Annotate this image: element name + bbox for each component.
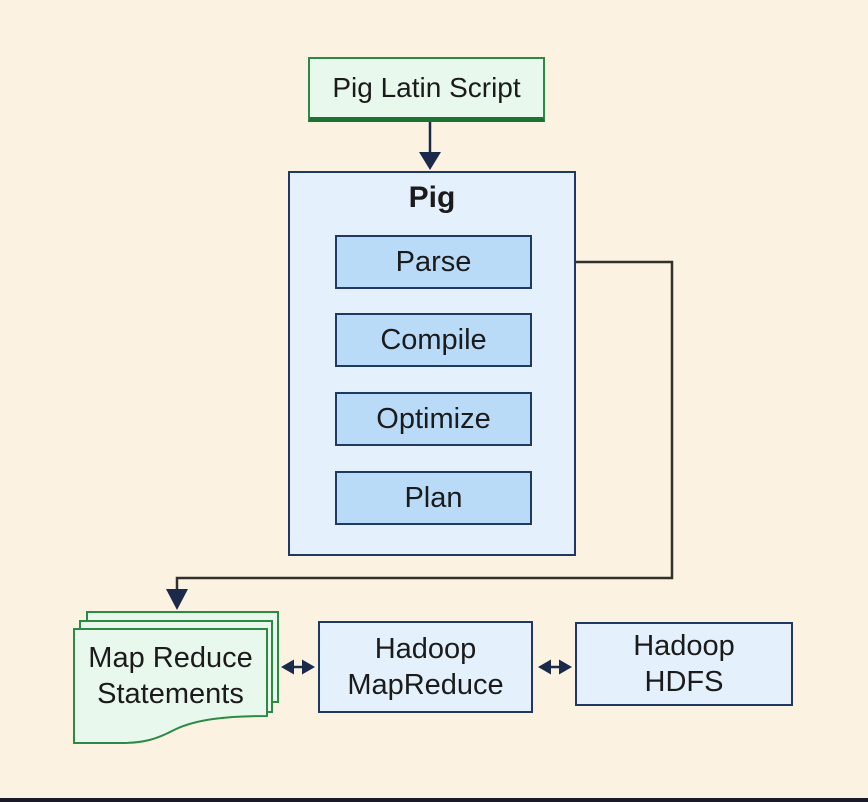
node-hadoop-mapreduce: Hadoop MapReduce <box>318 621 533 713</box>
node-step-optimize: Optimize <box>335 392 532 446</box>
arrow-pig-to-mapreduce-statements <box>166 260 674 610</box>
node-hadoop-hdfs: Hadoop HDFS <box>575 622 793 706</box>
bottom-edge-bar <box>0 798 868 802</box>
node-step-parse: Parse <box>335 235 532 289</box>
arrow-pig-latin-to-pig <box>419 122 441 170</box>
document-page-front <box>73 628 268 744</box>
pig-latin-script-label: Pig Latin Script <box>332 72 521 103</box>
map-reduce-statements-line-1: Map Reduce <box>88 642 253 674</box>
double-arrow-statements-mapreduce <box>281 659 315 675</box>
node-step-plan: Plan <box>335 471 532 525</box>
hadoop-mapreduce-line-1: Hadoop <box>374 633 477 665</box>
map-reduce-statements-line-2: Statements <box>97 678 244 710</box>
hadoop-hdfs-line-2: HDFS <box>644 666 724 698</box>
node-pig-latin-script: Pig Latin Script <box>308 57 545 122</box>
hadoop-hdfs-line-1: Hadoop <box>633 630 735 662</box>
node-step-compile: Compile <box>335 313 532 367</box>
hadoop-mapreduce-line-2: MapReduce <box>347 669 504 701</box>
double-arrow-mapreduce-hdfs <box>538 659 572 675</box>
multi-document-shape <box>73 611 279 744</box>
pig-title: Pig <box>408 181 456 214</box>
node-pig-container: Pig Parse Compile Optimize Plan <box>288 171 576 556</box>
node-map-reduce-statements-label: Map Reduce Statements <box>74 640 267 712</box>
